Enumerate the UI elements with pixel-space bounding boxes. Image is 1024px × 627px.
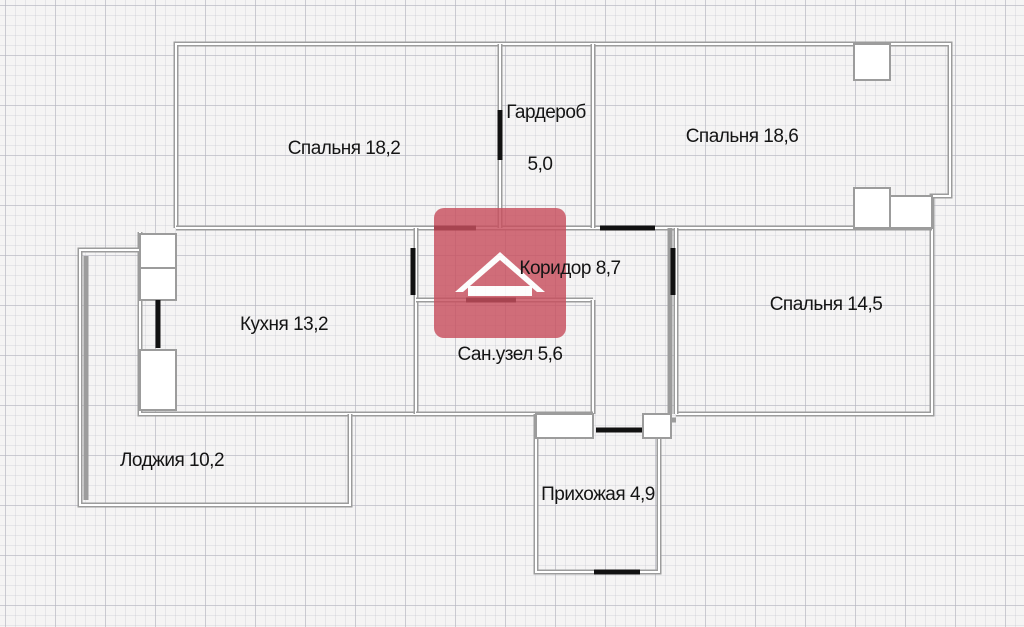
label-bedroom-3: Спальня 14,5 [770, 294, 883, 315]
label-loggia: Лоджия 10,2 [120, 450, 224, 471]
label-kitchen: Кухня 13,2 [240, 314, 328, 335]
watermark-house-logo [434, 208, 566, 338]
label-bedroom-2: Спальня 18,6 [686, 126, 799, 147]
label-corridor: Коридор 8,7 [519, 258, 620, 279]
label-wardrobe-area: 5,0 [528, 154, 553, 175]
label-bathroom: Сан.узел 5,6 [458, 344, 563, 365]
label-bedroom-1: Спальня 18,2 [288, 138, 401, 159]
structural-columns [139, 43, 933, 439]
label-hallway: Прихожая 4,9 [541, 484, 655, 505]
label-wardrobe-name: Гардероб [506, 102, 586, 123]
